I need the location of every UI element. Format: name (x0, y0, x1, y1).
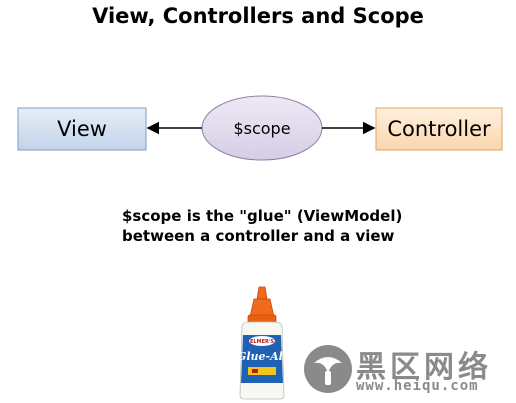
glue-bottle-image: ELMER'S Glue-All (237, 286, 287, 400)
caption-line-1: $scope is the "glue" (ViewModel) (122, 207, 403, 225)
controller-label: Controller (387, 117, 491, 141)
watermark-logo-icon (304, 345, 352, 393)
watermark-text: 黑区网络 (356, 350, 492, 385)
view-label: View (57, 117, 107, 141)
bottle-product-text: Glue-All (237, 350, 287, 363)
watermark-url: www.heiqu.com (356, 378, 479, 394)
page-title: View, Controllers and Scope (92, 4, 424, 28)
controller-box (375, 107, 503, 151)
bottle-brand-text: ELMER'S (250, 339, 274, 345)
watermark: 黑区网络 www.heiqu.com (300, 338, 516, 400)
view-box (17, 107, 147, 151)
caption-line-2: between a controller and a view (122, 227, 395, 245)
scope-label: $scope (233, 119, 291, 138)
caption: $scope is the "glue" (ViewModel) between… (122, 206, 502, 246)
